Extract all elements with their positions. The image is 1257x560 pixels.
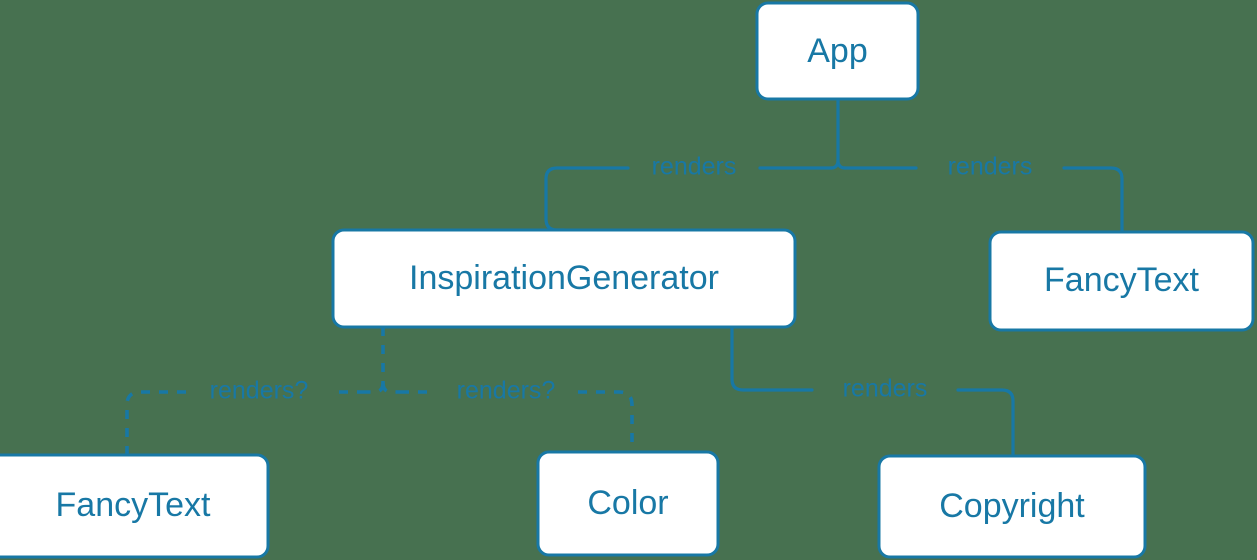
node-inspirationgenerator-box[interactable] — [331, 228, 797, 329]
edge-label-inspirationgenerator-fancytext-bottom: renders? — [210, 377, 309, 405]
edge-inspirationgenerator-to-copyright — [730, 325, 1015, 458]
node-color-label: Color — [587, 484, 668, 522]
node-fancytext-top-label: FancyText — [1044, 261, 1199, 299]
node-inspirationgenerator[interactable]: InspirationGenerator — [331, 228, 797, 329]
edge-label-layer: renders renders renders? renders? render… — [210, 153, 1033, 405]
edge-inspirationgenerator-to-fancytext-bottom — [125, 390, 366, 455]
node-app-box[interactable] — [755, 1, 920, 101]
node-copyright[interactable]: Copyright — [877, 454, 1147, 559]
node-copyright-label: Copyright — [939, 487, 1085, 525]
node-fancytext-bottom-box[interactable] — [0, 453, 270, 559]
node-color[interactable]: Color — [536, 450, 720, 557]
edge-inspirationgenerator-to-color — [400, 390, 634, 452]
edge-app-trunk — [829, 97, 840, 170]
edge-dashed-junction-right — [381, 382, 400, 394]
edge-label-inspirationgenerator-copyright: renders — [843, 375, 928, 403]
node-fancytext-bottom[interactable]: FancyText — [0, 453, 270, 559]
node-copyright-box[interactable] — [877, 454, 1147, 559]
node-fancytext-top-box[interactable] — [988, 230, 1255, 332]
edge-label-app-fancytext-top: renders — [948, 153, 1033, 181]
node-fancytext-top[interactable]: FancyText — [988, 230, 1255, 332]
edge-label-app-inspirationgenerator: renders — [652, 153, 737, 181]
node-fancytext-bottom-label: FancyText — [56, 486, 211, 524]
node-inspirationgenerator-label: InspirationGenerator — [409, 259, 719, 297]
node-app[interactable]: App — [755, 1, 920, 101]
edge-label-inspirationgenerator-color: renders? — [457, 377, 556, 405]
node-color-box[interactable] — [536, 450, 720, 557]
node-app-label: App — [807, 32, 868, 70]
edge-dashed-junction-left — [366, 382, 385, 394]
